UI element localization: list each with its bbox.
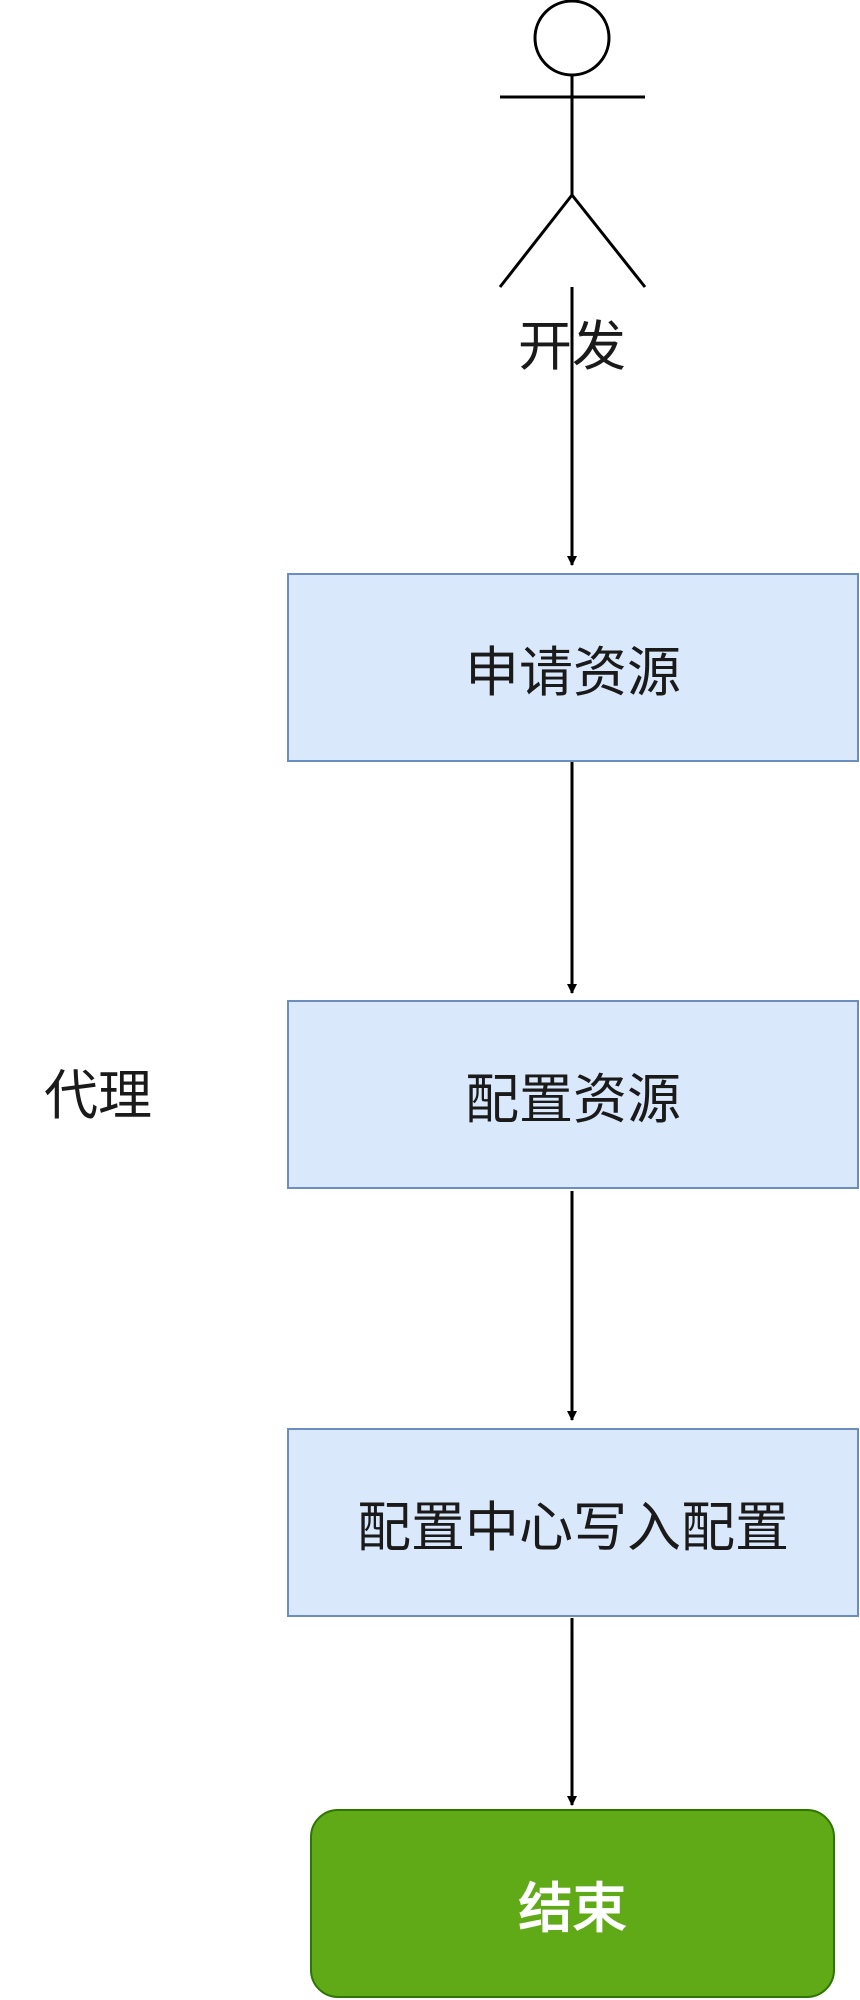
actor-figure-icon (498, 0, 647, 288)
actor-label: 开发 (518, 315, 626, 378)
lane-label: 代理 (44, 1064, 152, 1127)
step-label: 配置中心写入配置 (357, 1496, 789, 1559)
step-configure-resources[interactable]: 配置资源 (287, 1000, 859, 1189)
step-label: 配置资源 (465, 1068, 681, 1131)
step-label: 申请资源 (465, 641, 681, 704)
end-label: 结束 (518, 1877, 627, 1940)
step-request-resources[interactable]: 申请资源 (287, 573, 859, 762)
step-config-center-write[interactable]: 配置中心写入配置 (287, 1428, 859, 1617)
end-terminal[interactable]: 结束 (310, 1809, 835, 1998)
